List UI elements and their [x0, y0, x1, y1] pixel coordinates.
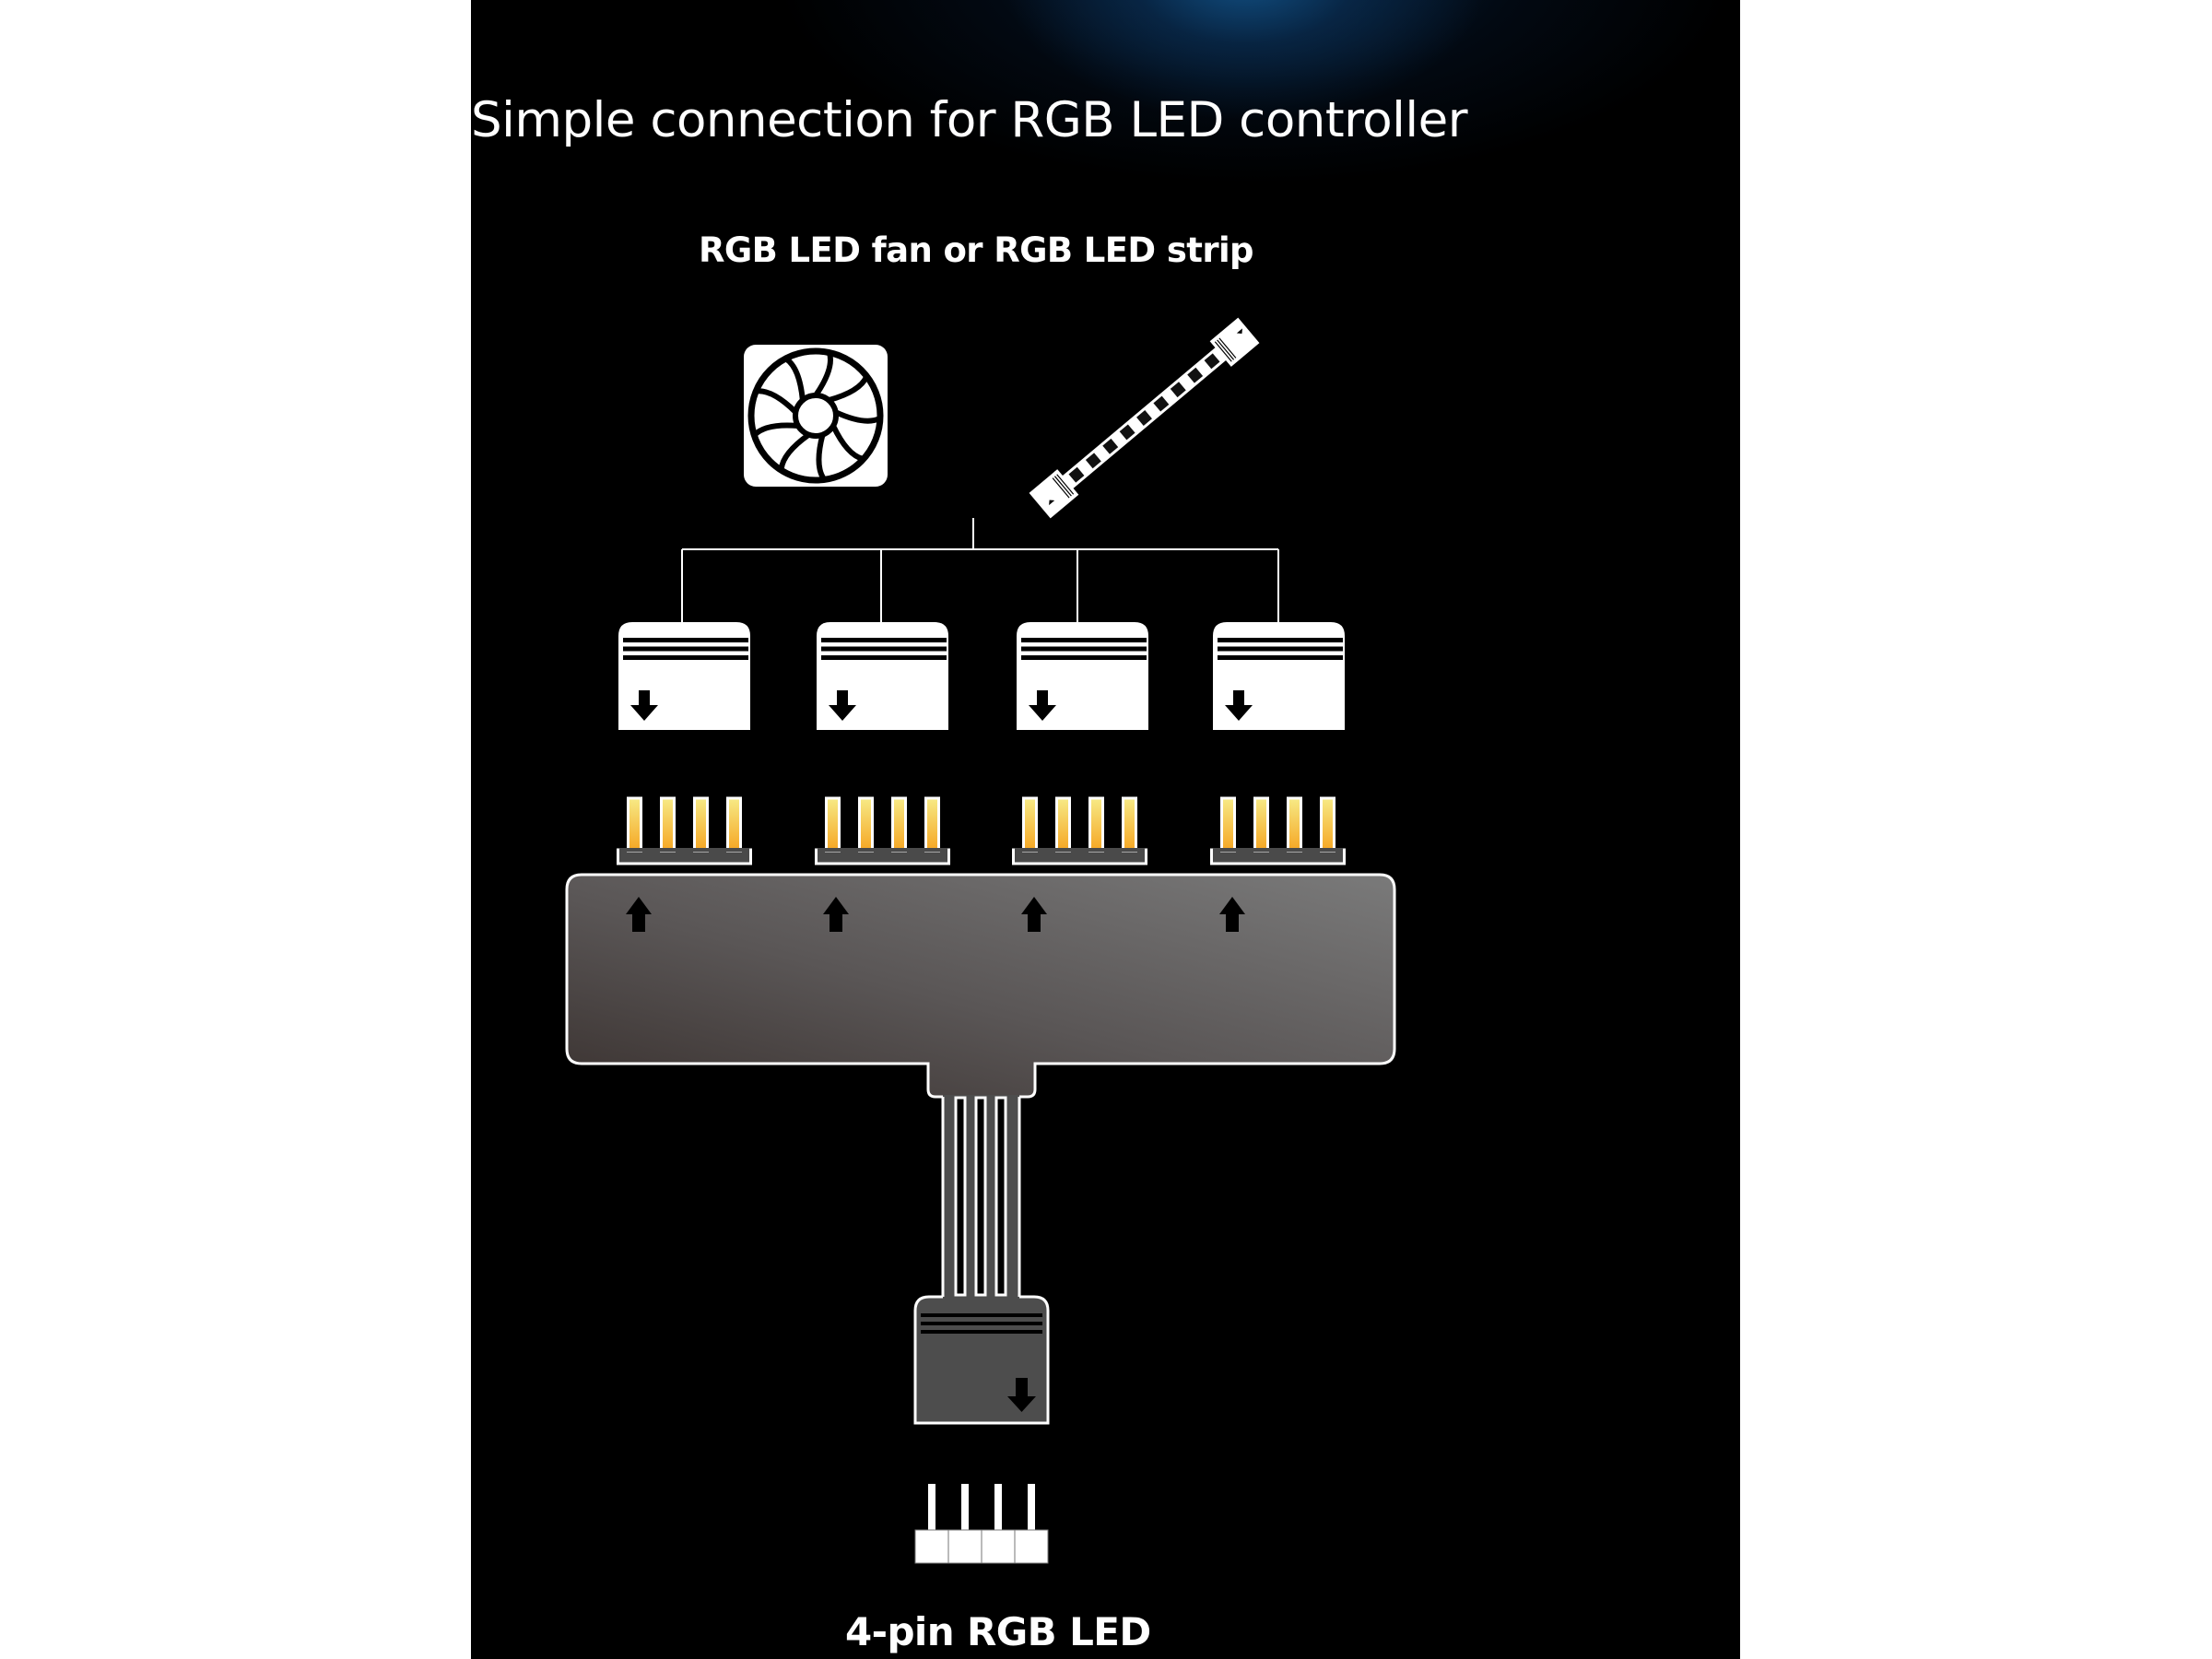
source-label: 4-pin RGB LED: [845, 1609, 1151, 1654]
connector-stripe: [1021, 655, 1147, 660]
arrow-down-icon: [1007, 1378, 1036, 1412]
led-chip: [1119, 424, 1135, 441]
diagram-panel: Simple connection for RGB LED controller…: [471, 0, 1740, 1659]
led-chip: [1085, 453, 1101, 469]
gold-pin: [1253, 796, 1269, 853]
led-chip: [1068, 466, 1085, 483]
connector-stripe: [623, 646, 748, 652]
led-chip: [1153, 395, 1170, 412]
hub-arrows: [626, 897, 1245, 932]
fan-blade: [751, 422, 801, 439]
arrow-up-icon: [626, 897, 652, 932]
led-chip: [1170, 382, 1186, 398]
white-pin: [994, 1484, 1002, 1531]
gold-pin: [1022, 796, 1038, 853]
fan-icon: [744, 345, 888, 487]
gold-pin: [1055, 796, 1071, 853]
connector-stripe: [623, 638, 748, 642]
arrow-down-icon: [1029, 690, 1056, 721]
led-chip: [1136, 410, 1152, 426]
arrow-up-icon: [823, 897, 849, 932]
arrow-up-icon: [1021, 897, 1047, 932]
pin-base-top: [818, 848, 947, 852]
gold-pin: [1220, 796, 1236, 853]
pin-base-top: [1213, 848, 1343, 852]
connector-stripe: [821, 638, 947, 642]
fan-blades: [751, 350, 883, 483]
pin-housing-cell: [914, 1529, 949, 1564]
gold-pin: [1088, 796, 1104, 853]
connection-diagram: [565, 317, 1396, 1564]
diagram-title: Simple connection for RGB LED controller: [471, 92, 1468, 148]
output-connector: [1213, 622, 1345, 730]
led-chip: [1204, 353, 1220, 370]
strip-leds: [1068, 353, 1220, 483]
arrow-up-icon: [1219, 897, 1245, 932]
fan-blade: [830, 423, 866, 462]
fan-blade: [832, 409, 883, 424]
blue-glow-background: [471, 0, 1740, 295]
input-pin-header: [914, 1484, 1049, 1564]
arrow-down-icon: [630, 690, 658, 721]
cable-wire: [954, 1096, 967, 1297]
pin-headers: [617, 796, 1346, 865]
pin-housing-cell: [1014, 1529, 1049, 1564]
fan-blade: [753, 388, 799, 416]
gold-pin: [726, 796, 742, 853]
gold-pin: [891, 796, 907, 853]
white-pin: [961, 1484, 969, 1531]
connector-stripe: [1021, 638, 1147, 642]
connector-stripe: [1021, 646, 1147, 652]
pin-base-top: [1015, 848, 1145, 852]
connector-stripe: [623, 655, 748, 660]
white-pin: [1028, 1484, 1035, 1531]
cable-wire: [974, 1096, 987, 1297]
white-pin: [928, 1484, 935, 1531]
output-connector: [618, 622, 750, 730]
fan-blade: [778, 431, 812, 473]
connector-stripe: [1218, 655, 1343, 660]
pin-base-top: [619, 848, 749, 852]
connector-stripe: [1218, 646, 1343, 652]
arrow-down-icon: [829, 690, 856, 721]
connector-stripe: [1218, 638, 1343, 642]
pin-housing-cell: [981, 1529, 1016, 1564]
gold-pin: [627, 796, 642, 853]
gold-pin: [858, 796, 874, 853]
fan-blade: [813, 350, 833, 398]
led-chip: [1102, 438, 1119, 454]
gold-pin: [825, 796, 841, 853]
fan-blade: [782, 356, 806, 404]
splitter-hub: [565, 873, 1396, 1099]
output-connector: [1017, 622, 1148, 730]
fan-blade: [826, 373, 870, 404]
cable-wires: [954, 1096, 1007, 1297]
cable: [941, 1095, 1021, 1300]
pin-header: [617, 796, 752, 865]
arrow-down-icon: [1225, 690, 1253, 721]
cable-wire: [994, 1096, 1007, 1297]
gold-pin: [660, 796, 676, 853]
pin-housing-cell: [947, 1529, 982, 1564]
gold-pin: [1122, 796, 1137, 853]
gold-pin: [1287, 796, 1302, 853]
connector-stripe: [821, 655, 947, 660]
fan-blade: [816, 431, 828, 483]
led-chip: [1187, 367, 1204, 383]
gold-pin: [924, 796, 940, 853]
gold-pin: [693, 796, 709, 853]
split-wiring: [681, 518, 1279, 623]
connector-stripe: [821, 646, 947, 652]
pin-header: [815, 796, 950, 865]
pin-header: [1012, 796, 1147, 865]
led-strip-icon: [1029, 317, 1260, 519]
output-connector: [817, 622, 948, 730]
devices-label: RGB LED fan or RGB LED strip: [699, 230, 1254, 270]
pin-header: [1210, 796, 1346, 865]
gold-pin: [1320, 796, 1335, 853]
output-connectors: [618, 622, 1345, 730]
input-connector: [913, 1295, 1050, 1425]
